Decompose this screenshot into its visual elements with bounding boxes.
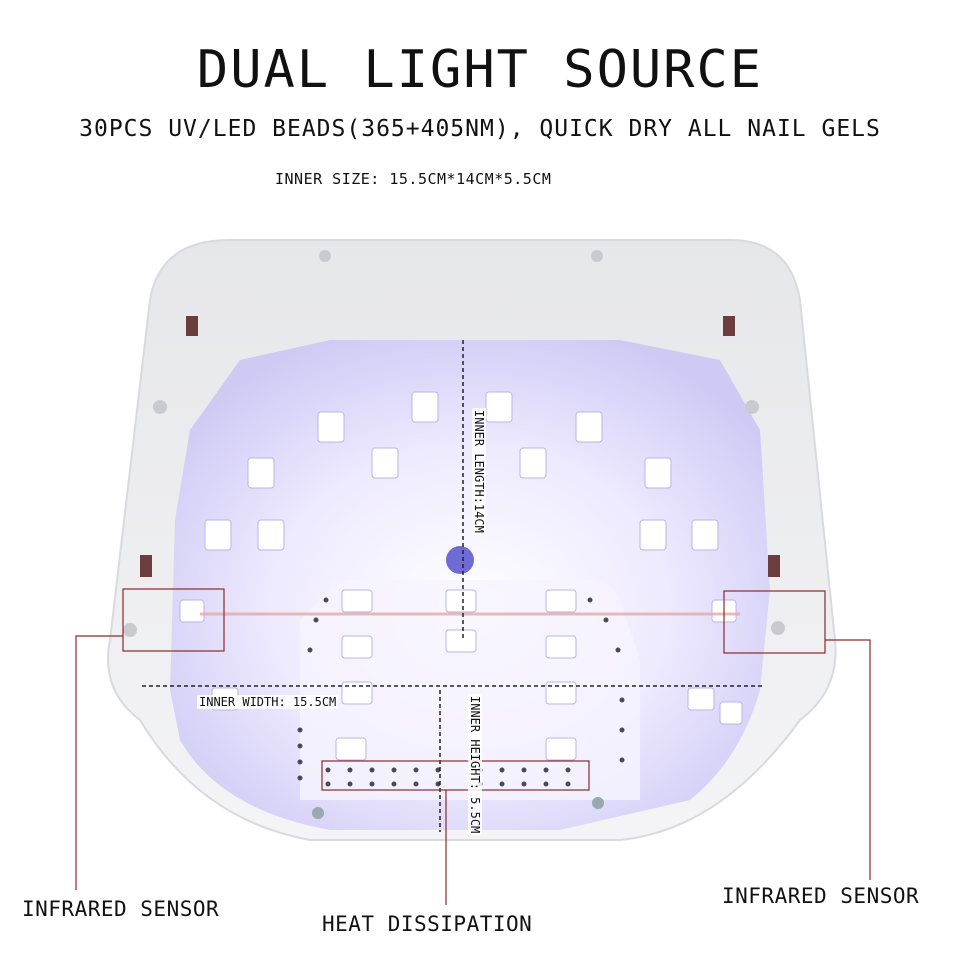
shell-clip	[140, 555, 152, 577]
led-bead	[317, 411, 345, 443]
callout-lines	[75, 588, 871, 905]
led-bead	[691, 519, 719, 551]
led-bead	[341, 681, 373, 705]
right-sensor-box	[723, 590, 826, 654]
led-bead	[335, 737, 367, 761]
led-bead	[519, 447, 547, 479]
led-bead	[719, 701, 743, 725]
led-bead	[575, 411, 603, 443]
led-bead	[179, 599, 205, 623]
led-bead	[639, 519, 667, 551]
led-bead	[545, 737, 577, 761]
led-bead	[445, 589, 477, 613]
shell-clip	[186, 316, 198, 336]
shell-hole	[312, 807, 324, 819]
inner-width-label: INNER WIDTH: 15.5CM	[197, 695, 339, 709]
led-bead	[247, 457, 275, 489]
led-bead	[644, 457, 672, 489]
left-sensor-leader	[75, 635, 123, 890]
shell-hole	[591, 250, 603, 262]
shell-hole	[153, 400, 167, 414]
heat-dissipation-label: HEAT DISSIPATION	[322, 912, 533, 936]
shell-hole	[771, 621, 785, 635]
shell-clip	[768, 555, 780, 577]
shell-hole	[123, 623, 137, 637]
led-bead	[341, 589, 373, 613]
right-sensor-leader	[825, 639, 871, 880]
led-bead	[411, 391, 439, 423]
inner-length-label: INNER LENGTH:14CM	[472, 408, 486, 535]
page-title: DUAL LIGHT SOURCE	[196, 40, 764, 100]
led-bead	[545, 589, 577, 613]
inner-size-note: INNER SIZE: 15.5CM*14CM*5.5CM	[275, 170, 552, 188]
led-bead	[257, 519, 285, 551]
shell-clip	[723, 316, 735, 336]
left-sensor-box	[122, 588, 225, 652]
shell-hole	[745, 400, 759, 414]
led-bead	[545, 635, 577, 659]
led-bead	[371, 447, 399, 479]
led-bead	[687, 687, 715, 711]
led-bead	[341, 635, 373, 659]
left-infrared-sensor-label: INFRARED SENSOR	[22, 897, 220, 921]
shell-hole	[319, 250, 331, 262]
led-bead	[445, 629, 477, 653]
heat-box	[321, 760, 590, 791]
led-bead	[204, 519, 232, 551]
inner-height-label: INNER HEIGHT: 5.5CM	[468, 694, 482, 836]
right-infrared-sensor-label: INFRARED SENSOR	[722, 884, 920, 908]
led-bead	[485, 391, 513, 423]
led-beads	[179, 391, 743, 761]
shell-hole	[592, 797, 604, 809]
center-sticker	[446, 546, 474, 574]
led-bead	[545, 681, 577, 705]
page-subtitle: 30PCS UV/LED BEADS(365+405NM), QUICK DRY…	[79, 116, 881, 142]
